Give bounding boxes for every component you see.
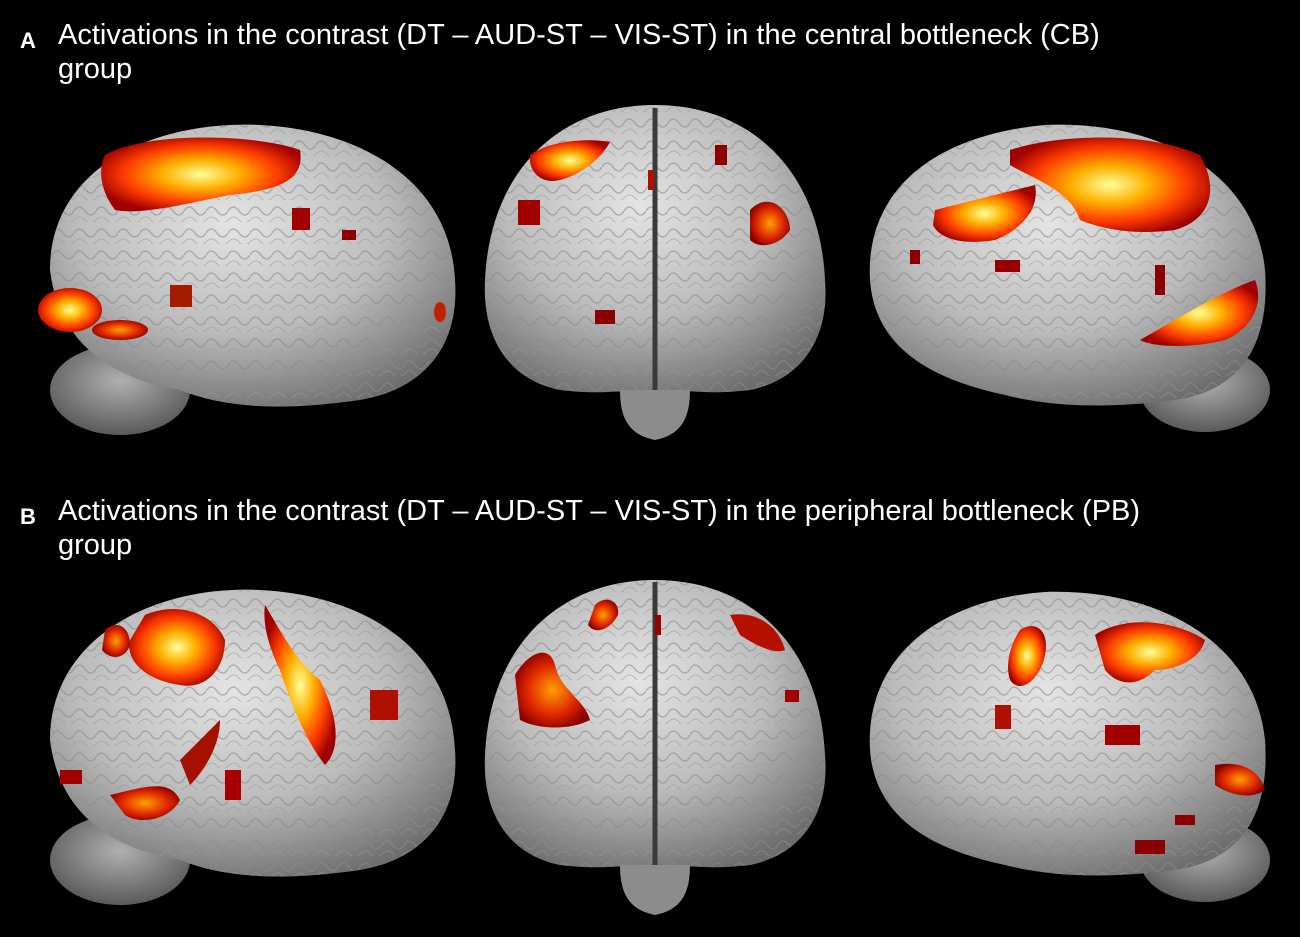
- brain-lateral-right-view: [869, 124, 1270, 432]
- panel-letter: B: [20, 504, 36, 529]
- panel-title-line2: group: [58, 529, 133, 561]
- brain-views: [0, 90, 1300, 460]
- panel-b: B Activations in the contrast (DT – AUD-…: [0, 470, 1300, 937]
- brain-frontal-view: [484, 580, 826, 915]
- brain-lateral-left-view: [38, 124, 456, 435]
- brain-views: [0, 570, 1300, 930]
- brain-lateral-left-view: [50, 589, 456, 905]
- brain-lateral-right-view: [869, 591, 1270, 902]
- panel-title-line1: Activations in the contrast (DT – AUD-ST…: [58, 495, 1141, 527]
- panel-title-line1: Activations in the contrast (DT – AUD-ST…: [58, 19, 1100, 51]
- panel-title-line2: group: [58, 53, 133, 85]
- panel-letter: A: [20, 28, 36, 53]
- panel-title: Activations in the contrast (DT – AUD-ST…: [58, 18, 1288, 86]
- panel-title: Activations in the contrast (DT – AUD-ST…: [58, 494, 1288, 562]
- brain-frontal-view: [484, 105, 826, 440]
- panel-a: A Activations in the contrast (DT – AUD-…: [0, 18, 1300, 460]
